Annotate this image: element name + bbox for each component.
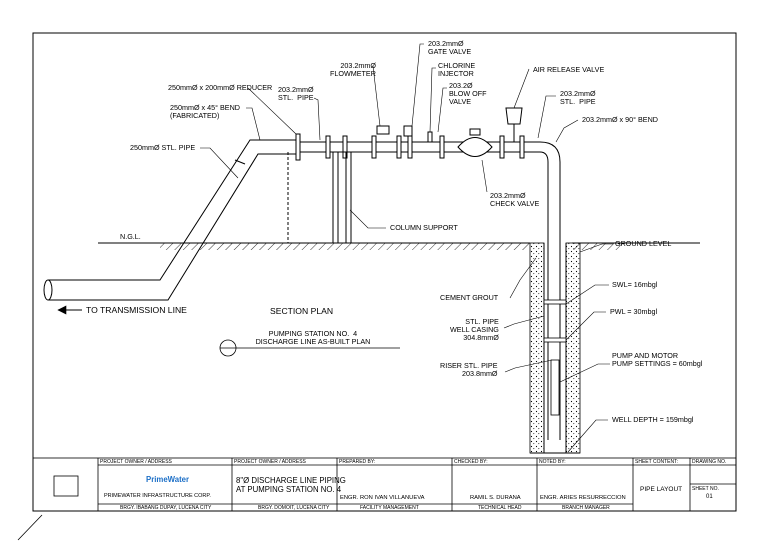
prepared-role: FACILITY MANAGEMENT: [360, 505, 419, 511]
project-address: BRGY. DOMOIT, LUCENA CITY: [258, 505, 330, 511]
sheet-content: PIPE LAYOUT: [640, 486, 683, 493]
ngl-label: N.G.L.: [120, 232, 141, 241]
leader-lines: [57, 43, 613, 453]
reducer-label: 250mmØ x 200mmØ REDUCER: [168, 83, 273, 92]
title-block: [17, 457, 737, 541]
stl-pipe-250-label: 250mmØ STL. PIPE: [130, 143, 196, 152]
company-address: BRGY. IBABANG DUPAY, LUCENA CITY: [120, 505, 212, 511]
cement-grout-label: CEMENT GROUT: [440, 293, 499, 302]
project-title: 8"Ø DISCHARGE LINE PIPING AT PUMPING STA…: [236, 476, 346, 494]
ground-level-label: GROUND LEVEL: [615, 239, 672, 248]
gate-valve-label: 203.2mmØ GATE VALVE: [428, 39, 472, 56]
swl-label: SWL= 16mbgl: [612, 280, 658, 289]
noted-header: NOTED BY:: [539, 459, 566, 465]
checked-role: TECHNICAL HEAD: [478, 505, 522, 511]
plan-title-label: PUMPING STATION NO. 4 DISCHARGE LINE AS-…: [255, 329, 371, 346]
noted-role: BRANCH MANAGER: [562, 505, 610, 511]
air-release-valve-label: AIR RELEASE VALVE: [533, 65, 605, 74]
transmission-line-label: TO TRANSMISSION LINE: [86, 305, 187, 315]
column-support: [287, 151, 352, 244]
riser-pipe-label: RISER STL. PIPE 203.8mmØ: [440, 361, 498, 378]
company-name: PRIMEWATER INFRASTRUCTURE CORP.: [104, 493, 211, 499]
chlorine-injector-label: CHLORINE INJECTOR: [438, 61, 476, 78]
pwl-label: PWL = 30mbgl: [610, 307, 658, 316]
well-casing: [529, 242, 581, 454]
blow-off-valve-label: 203.2Ø BLOW OFF VALVE: [449, 81, 487, 106]
section-symbol: [219, 339, 400, 357]
project-owner-header-2: PROJECT OWNER / ADDRESS: [234, 459, 306, 465]
checked-name: RAMIL S. DURANA: [470, 495, 521, 501]
sheet-content-header: SHEET CONTENT:: [635, 459, 678, 465]
prepared-name: ENGR. RON IVAN VILLANUEVA: [340, 495, 425, 501]
ground-line: [98, 242, 700, 250]
pump-motor-label: PUMP AND MOTOR PUMP SETTINGS = 60mbgl: [612, 351, 703, 368]
section-plan-label: SECTION PLAN: [270, 306, 334, 316]
company-logo: PrimeWater: [146, 475, 190, 484]
fittings: [295, 107, 525, 161]
prepared-header: PREPARED BY:: [339, 459, 376, 465]
well-casing-label: STL. PIPE WELL CASING 304.8mmØ: [450, 317, 499, 342]
sheet-no-header: SHEET NO.: [692, 486, 719, 492]
bend-90-label: 203.2mmØ x 90° BEND: [582, 115, 658, 124]
column-support-label: COLUMN SUPPORT: [390, 223, 458, 232]
transmission-pipe: [43, 139, 300, 301]
stl-pipe-top-label: 203.2mmØ STL. PIPE: [278, 85, 314, 102]
drawing-border: [32, 32, 737, 512]
sheet-number: 01: [706, 494, 713, 500]
discharge-line: [300, 141, 561, 440]
checked-header: CHECKED BY:: [454, 459, 488, 465]
check-valve-label: 203.2mmØ CHECK VALVE: [490, 191, 540, 208]
project-owner-header: PROJECT OWNER / ADDRESS: [100, 459, 172, 465]
bend-45-label: 250mmØ x 45° BEND (FABRICATED): [170, 103, 240, 120]
noted-name: ENGR. ARIES RESURRECCION: [540, 495, 626, 501]
flowmeter-label: 203.2mmØ FLOWMETER: [330, 61, 376, 78]
well-depth-label: WELL DEPTH = 159mbgl: [612, 415, 694, 424]
drawing-no-header: DRAWING NO.: [692, 459, 727, 465]
stl-pipe-right-label: 203.2mmØ STL. PIPE: [560, 89, 596, 106]
